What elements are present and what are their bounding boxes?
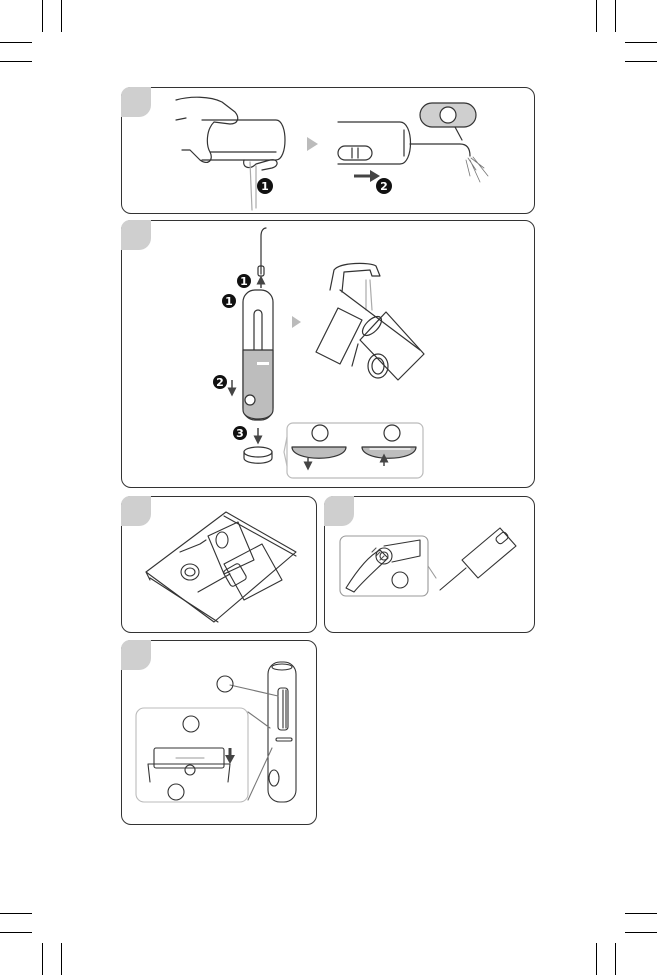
- nozzle-icon: [180, 540, 206, 552]
- svg-text:2: 2: [216, 376, 224, 389]
- cap-icon: [181, 564, 199, 580]
- next-arrow-icon: [307, 137, 318, 151]
- faucet-icon: [330, 263, 380, 292]
- device-icon: [208, 522, 254, 574]
- panel-5-art: [136, 662, 296, 802]
- svg-text:3: 3: [236, 427, 244, 440]
- svg-text:1: 1: [225, 295, 233, 308]
- svg-text:1: 1: [261, 180, 269, 193]
- nozzle-icon: [244, 160, 277, 170]
- hand-icon: [176, 97, 238, 162]
- panel-3-art: [146, 512, 296, 622]
- brush-icon: [346, 550, 388, 592]
- device-icon: [268, 662, 296, 802]
- panel-1-art: [176, 97, 488, 210]
- panel-1-push-arrow: [354, 170, 380, 182]
- panel-5-arrow: [225, 748, 235, 764]
- svg-text:1: 1: [240, 275, 248, 288]
- device-icon: [338, 122, 411, 164]
- panel-4-art: [340, 528, 516, 596]
- nozzle-icon: [440, 568, 466, 590]
- cap-icon: [244, 447, 272, 457]
- tank-icon: [243, 350, 273, 419]
- svg-text:2: 2: [380, 180, 388, 193]
- panel-2-art: [243, 228, 424, 478]
- device-icon: [202, 120, 285, 160]
